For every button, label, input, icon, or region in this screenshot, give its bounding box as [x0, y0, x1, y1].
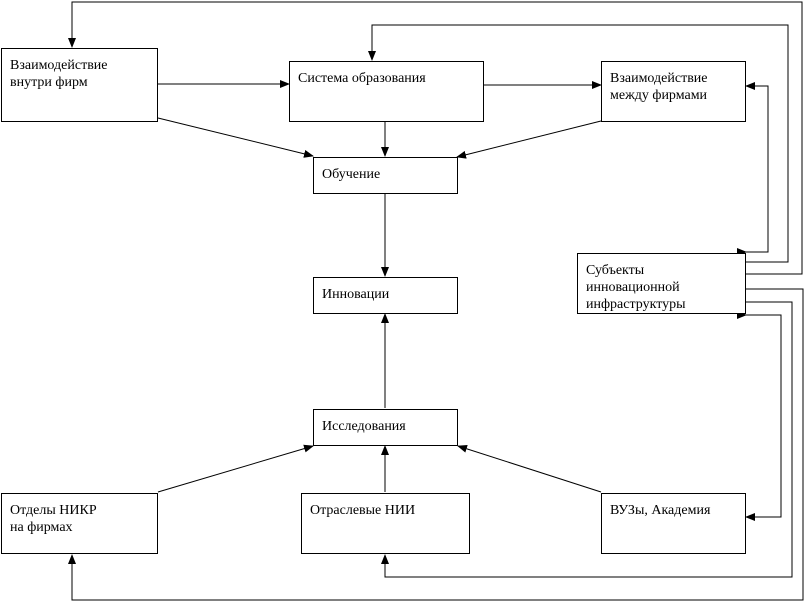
node-label: Отраслевые НИИ	[310, 503, 416, 518]
node-label: ВУЗы, Академия	[610, 503, 711, 518]
node-internal-interaction: Взаимодействие внутри фирм	[1, 48, 158, 122]
node-label: Инновации	[322, 287, 390, 302]
node-learning: Обучение	[313, 157, 458, 194]
node-research: Исследования	[313, 409, 458, 446]
arrow-internal-to-learning	[157, 117, 314, 158]
node-label: Взаимодействие	[610, 71, 708, 86]
node-label: Система образования	[298, 71, 426, 86]
node-label: на фирмах	[10, 520, 73, 535]
node-infrastructure: Субъекты инновационной инфраструктуры	[577, 253, 746, 314]
loop-infra-to-firmrnd	[68, 288, 804, 601]
loop-infra-to-institutes	[381, 301, 793, 578]
node-education-system: Система образования	[289, 61, 484, 122]
node-interfirm-interaction: Взаимодействие между фирмами	[601, 61, 746, 122]
node-label: инфраструктуры	[586, 297, 686, 312]
node-universities: ВУЗы, Академия	[601, 493, 746, 554]
node-firm-rnd: Отделы НИКР на фирмах	[1, 493, 158, 554]
arrow-firmrnd-to-research	[157, 444, 314, 493]
node-industry-institutes: Отраслевые НИИ	[301, 493, 470, 554]
node-label: инновационной	[586, 280, 680, 295]
node-innovation: Инновации	[313, 277, 458, 314]
node-label: между фирмами	[610, 88, 708, 103]
loop-infra-interfirm	[737, 82, 769, 256]
loop-infra-to-education	[368, 24, 789, 263]
loop-infra-universities	[737, 311, 782, 521]
node-label: Отделы НИКР	[10, 503, 97, 518]
node-label: Исследования	[322, 419, 406, 434]
node-label: внутри фирм	[10, 75, 88, 90]
arrow-interfirm-to-learning	[456, 120, 602, 159]
node-label: Взаимодействие	[10, 58, 108, 73]
loop-infra-to-internal	[68, 1, 803, 275]
node-label: Субъекты	[586, 263, 645, 278]
arrow-universities-to-research	[457, 444, 602, 493]
node-label: Обучение	[322, 167, 381, 182]
